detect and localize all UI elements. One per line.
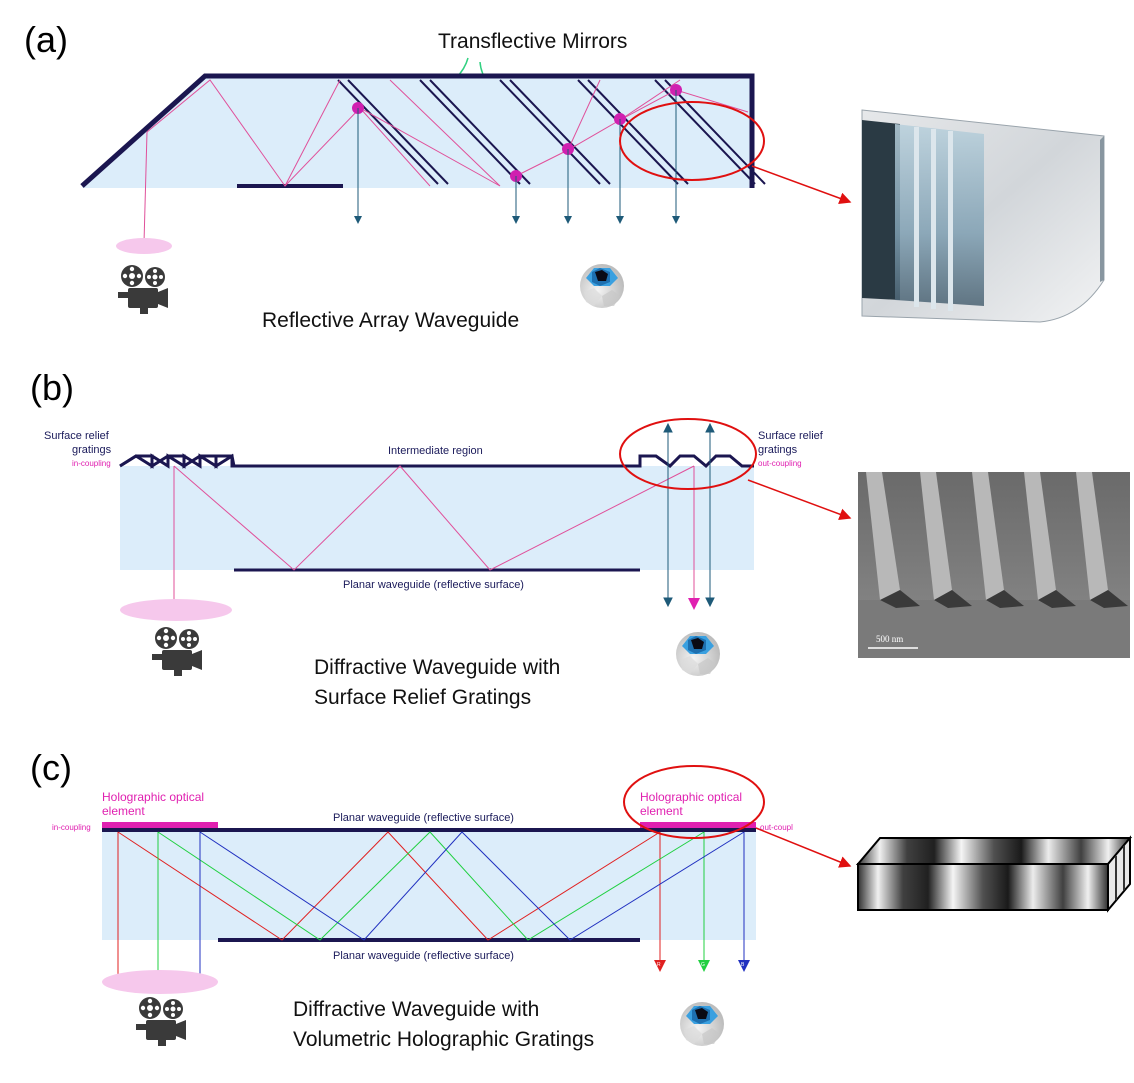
blue-output-arrowhead bbox=[738, 960, 750, 972]
caption-a: Reflective Array Waveguide bbox=[262, 309, 519, 332]
highlight-ellipse-a bbox=[619, 101, 765, 181]
out-grating-label-1: Surface relief bbox=[758, 430, 824, 442]
caption-b-line1: Diffractive Waveguide with bbox=[314, 656, 560, 679]
out-grating-label-2: gratings bbox=[758, 444, 798, 456]
volume-hologram-block bbox=[855, 835, 1133, 913]
panel-b: (b) Surface relief gratings in-coupling … bbox=[30, 367, 1130, 709]
panel-c-letter: (c) bbox=[30, 747, 72, 788]
eyeball-icon bbox=[680, 1002, 724, 1046]
in-grating-label-1: Surface relief bbox=[44, 430, 110, 442]
planar-waveguide-bottom-label: Planar waveguide (reflective surface) bbox=[333, 950, 514, 962]
in-hoe-label-1: Holographic optical bbox=[102, 790, 204, 804]
caption-b-line2: Surface Relief Gratings bbox=[314, 686, 531, 709]
reflective-waveguide-outline bbox=[80, 73, 755, 188]
reflective-waveguide-body bbox=[82, 76, 750, 188]
film-camera-icon bbox=[152, 627, 202, 676]
zoom-pointer-a bbox=[751, 165, 852, 205]
film-camera-icon bbox=[136, 997, 186, 1046]
green-ray-path bbox=[157, 831, 705, 978]
highlight-ellipse-c bbox=[623, 765, 765, 839]
eyeball-icon bbox=[676, 632, 720, 676]
srg-output-rays bbox=[663, 422, 715, 608]
sem-micrograph: 500 nm bbox=[858, 472, 1130, 658]
in-coupling-grating bbox=[119, 453, 236, 469]
panel-c: (c) Holographic optical element in-coupl… bbox=[30, 747, 1133, 1051]
intermediate-region-label: Intermediate region bbox=[388, 445, 483, 457]
blue-ray-path bbox=[199, 831, 745, 978]
green-output-arrowhead bbox=[698, 960, 710, 972]
out-hoe-label-2: element bbox=[640, 804, 683, 818]
eyeball-icon bbox=[580, 264, 624, 308]
transflective-mirror-array bbox=[337, 79, 766, 185]
pink-output-arrowhead bbox=[688, 598, 700, 610]
panel-a-letter: (a) bbox=[24, 19, 68, 60]
srg-waveguide-body bbox=[120, 466, 754, 570]
zoom-pointer-b bbox=[747, 479, 852, 520]
in-grating-label-2: gratings bbox=[72, 444, 112, 456]
in-coupling-label-b: in-coupling bbox=[72, 459, 111, 468]
highlight-ellipse-b bbox=[619, 418, 757, 490]
out-coupling-label-c: out-coupl bbox=[760, 823, 793, 832]
projector-beam-c bbox=[102, 970, 218, 994]
waveguide-photo bbox=[861, 100, 1122, 342]
out-coupling-hoe bbox=[640, 822, 756, 828]
caption-c-line2: Volumetric Holographic Gratings bbox=[293, 1028, 594, 1051]
panel-a: (a) Transflective Mirrors bbox=[24, 19, 1122, 342]
red-channel-label: R bbox=[657, 962, 661, 968]
projector-beam-a bbox=[116, 238, 172, 254]
out-hoe-label-1: Holographic optical bbox=[640, 790, 742, 804]
projector-beam-b bbox=[120, 599, 232, 621]
caption-c-line1: Diffractive Waveguide with bbox=[293, 998, 539, 1021]
out-coupling-label-b: out-coupling bbox=[758, 459, 802, 468]
green-channel-label: G bbox=[701, 962, 705, 968]
in-hoe-label-2: element bbox=[102, 804, 145, 818]
red-ray-path bbox=[117, 831, 661, 978]
film-camera-icon bbox=[118, 265, 168, 314]
transflective-mirrors-label: Transflective Mirrors bbox=[438, 30, 627, 53]
vhg-waveguide-body bbox=[102, 830, 756, 940]
red-output-arrowhead bbox=[654, 960, 666, 972]
light-ray-path bbox=[143, 79, 749, 244]
blue-channel-label: B bbox=[741, 962, 745, 968]
panel-b-letter: (b) bbox=[30, 367, 74, 408]
planar-waveguide-label-b: Planar waveguide (reflective surface) bbox=[343, 579, 524, 591]
zoom-pointer-c bbox=[755, 827, 852, 868]
in-coupling-label-c: in-coupling bbox=[52, 823, 91, 832]
sem-scale-bar-label: 500 nm bbox=[876, 634, 903, 644]
in-coupling-hoe bbox=[102, 822, 218, 828]
planar-waveguide-top-label: Planar waveguide (reflective surface) bbox=[333, 812, 514, 824]
